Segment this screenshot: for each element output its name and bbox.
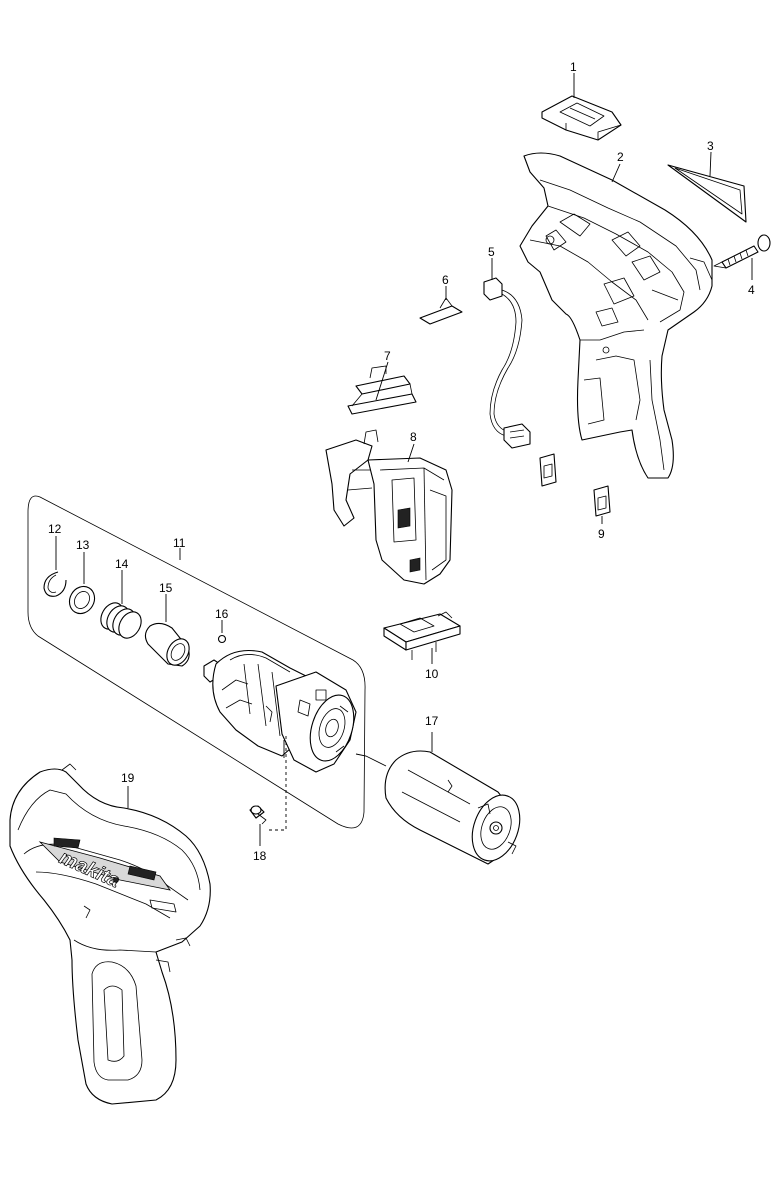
label-part-19: 19 bbox=[121, 771, 135, 785]
part-4-screw bbox=[713, 234, 771, 269]
label-part-17: 17 bbox=[425, 714, 439, 728]
label-part-9: 9 bbox=[598, 527, 605, 541]
part-12-retaining-ring bbox=[43, 571, 67, 597]
part-14-spring bbox=[100, 602, 142, 639]
gear-assembly bbox=[203, 649, 357, 773]
label-part-15: 15 bbox=[159, 581, 173, 595]
part-5-lead-wire bbox=[483, 277, 531, 449]
part-15-sleeve bbox=[144, 622, 190, 667]
label-part-18: 18 bbox=[253, 849, 267, 863]
label-part-14: 14 bbox=[115, 557, 129, 571]
part-10-base-plate bbox=[383, 611, 461, 660]
part-9-terminal bbox=[539, 453, 611, 517]
label-part-8: 8 bbox=[410, 430, 417, 444]
part-18-screw bbox=[249, 805, 267, 825]
label-part-1: 1 bbox=[570, 60, 577, 74]
part-3-nameplate bbox=[667, 164, 747, 223]
label-part-6: 6 bbox=[442, 273, 449, 287]
label-part-12: 12 bbox=[48, 522, 62, 536]
label-part-7: 7 bbox=[384, 349, 391, 363]
part-1-cap bbox=[541, 95, 622, 141]
label-part-16: 16 bbox=[215, 607, 229, 621]
part-2-housing-half bbox=[519, 152, 713, 479]
label-part-5: 5 bbox=[488, 245, 495, 259]
part-7-switch-plate bbox=[347, 365, 417, 415]
label-part-4: 4 bbox=[748, 283, 755, 297]
label-part-2: 2 bbox=[617, 150, 624, 164]
label-part-11: 11 bbox=[173, 536, 186, 550]
assembly-11-boundary bbox=[27, 495, 366, 829]
part-19-housing-half: makita bbox=[9, 763, 211, 1105]
label-part-10: 10 bbox=[425, 667, 439, 681]
part-13-washer bbox=[68, 585, 96, 615]
part-17-motor bbox=[355, 750, 521, 865]
label-part-3: 3 bbox=[707, 139, 714, 153]
label-part-13: 13 bbox=[76, 538, 90, 552]
part-6-clip bbox=[419, 297, 463, 325]
part-16-steel-ball bbox=[217, 634, 227, 644]
part-8-switch bbox=[325, 429, 453, 585]
